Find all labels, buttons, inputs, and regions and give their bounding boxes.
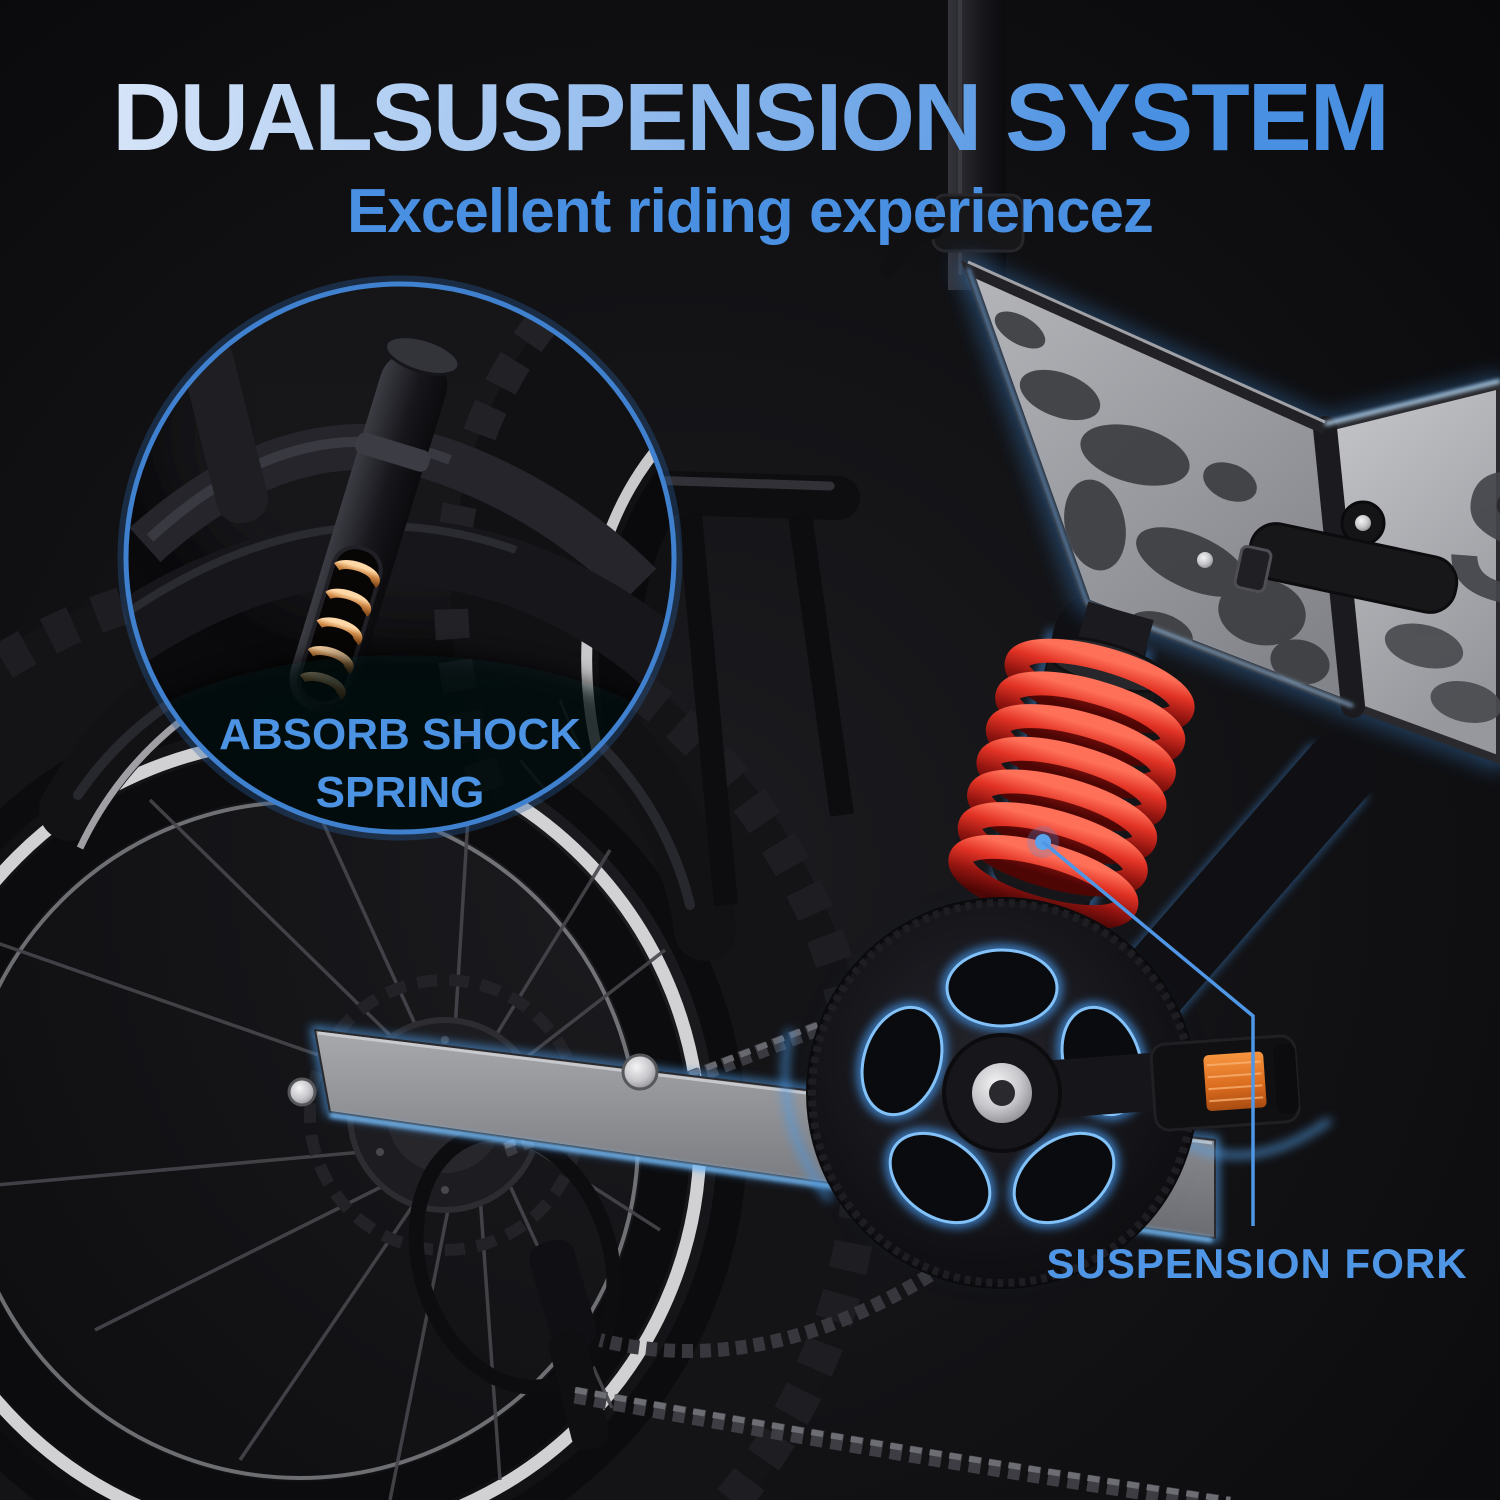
down-tube xyxy=(1097,732,1378,1043)
latch-catch xyxy=(1233,544,1273,594)
inset-tube-cap xyxy=(384,335,461,376)
page-title: DUALSUSPENSION SYSTEM xyxy=(0,67,1500,169)
inset-fender xyxy=(126,518,674,690)
derailleur-body xyxy=(529,1239,597,1351)
callout-line xyxy=(1041,840,1255,1226)
absorb-shock-spring-label: ABSORB SHOCK SPRING xyxy=(128,706,672,822)
inset-ring xyxy=(123,281,677,835)
pedal-reflector xyxy=(1203,1051,1267,1111)
chainstay-bolt-mid xyxy=(621,1053,659,1091)
fork-callout-pointer xyxy=(1027,826,1255,1226)
seatpost xyxy=(880,0,1025,290)
clamp-lever xyxy=(880,222,943,276)
chain-wrap xyxy=(598,1269,934,1359)
glow-arc-left xyxy=(781,1029,833,1203)
inset-bottom-vignette xyxy=(126,655,674,832)
frame-panel: S xyxy=(959,258,1500,766)
rack-handle xyxy=(618,470,860,520)
chainstay-bolt-left xyxy=(287,1077,317,1107)
folding-latch xyxy=(1197,500,1459,614)
rack-handle-highlight xyxy=(641,475,835,491)
page-subtitle: Excellent riding experiencez xyxy=(347,177,1154,246)
absorb-shock-line: ABSORB SHOCK xyxy=(219,710,581,759)
inset-tube-collar xyxy=(355,432,431,472)
pedal-end-cap xyxy=(1273,1043,1299,1114)
latch-screw xyxy=(1197,552,1213,568)
chain-lower-glint xyxy=(574,1387,1231,1500)
inset-ring-outer-glow xyxy=(117,275,683,841)
suspension-fork-label: SUSPENSION FORK xyxy=(1046,1240,1468,1287)
panel-top-lip xyxy=(965,262,1328,434)
crank-bolt xyxy=(989,1080,1015,1106)
spring-line: SPRING xyxy=(315,768,485,818)
chain-lower xyxy=(573,1386,1232,1500)
rack-strut-front xyxy=(678,513,738,907)
rack-strut-rear xyxy=(788,513,854,817)
crankset xyxy=(806,897,1301,1289)
inset-fork-tube xyxy=(289,335,461,713)
pedal xyxy=(1149,1034,1301,1132)
